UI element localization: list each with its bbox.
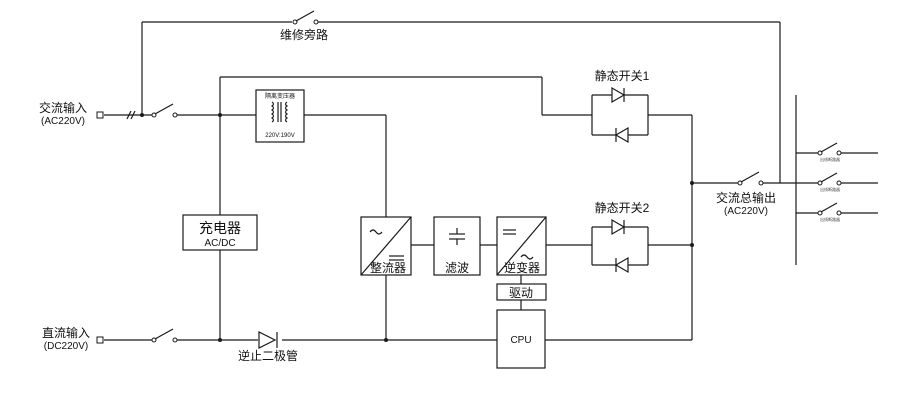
ac-input-switch: [151, 103, 178, 118]
branch-2-label: 出线断路器: [820, 186, 840, 192]
branch-switch-3: [817, 202, 842, 216]
ac-input-terminal: [96, 111, 104, 119]
transformer-label: 隔离变压器: [265, 92, 295, 100]
wires: [104, 21, 878, 341]
static-switch-2: [591, 218, 649, 274]
blocking-diode: [258, 331, 278, 349]
charger-box: [182, 214, 258, 251]
branch-switch-2: [817, 172, 842, 186]
isolation-transformer: [255, 89, 305, 143]
driver-label: 驱动: [509, 286, 533, 300]
static-switch-2-label: 静态开关2: [595, 201, 650, 215]
rectifier: [360, 216, 412, 276]
static-switch-1: [591, 86, 649, 144]
dc-input-terminal: [96, 336, 104, 344]
ac-output-switch: [737, 171, 764, 186]
branch-1-label: 出线断路器: [820, 156, 840, 162]
inverter-label: 逆变器: [504, 260, 540, 275]
static-switch-1-label: 静态开关1: [595, 69, 650, 83]
branch-3-label: 出线断路器: [820, 216, 840, 222]
blocking-diode-label: 逆止二极管: [238, 348, 298, 363]
dc-input-switch: [151, 328, 178, 343]
ac-input-rating: (AC220V): [41, 116, 85, 127]
dc-input-label: 直流输入: [42, 325, 90, 340]
transformer-ratio: 220V:190V: [265, 133, 294, 139]
junction-dots: [140, 113, 694, 342]
cpu-label: CPU: [510, 335, 531, 346]
charger-label: 充电器: [199, 220, 241, 236]
ac-output-label: 交流总输出: [716, 190, 776, 205]
filter: [433, 216, 481, 276]
maintenance-bypass-label: 维修旁路: [280, 27, 328, 42]
inverter: [496, 216, 547, 276]
ac-output-rating: (AC220V): [724, 206, 768, 217]
maintenance-bypass-switch: [292, 10, 319, 25]
branch-switch-1: [817, 142, 842, 156]
driver-box: [496, 283, 547, 301]
dc-input-rating: (DC220V): [44, 341, 88, 352]
ac-input-label: 交流输入: [39, 100, 87, 115]
cpu-box: [496, 309, 546, 369]
filter-label: 滤波: [445, 261, 469, 275]
rectifier-label: 整流器: [370, 260, 406, 275]
charger-type: AC/DC: [204, 238, 235, 249]
